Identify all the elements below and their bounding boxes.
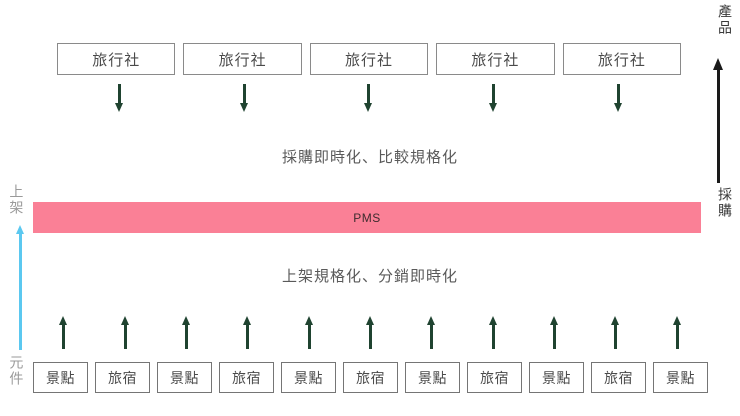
component-box: 景點 xyxy=(529,362,584,393)
component-box-label: 景點 xyxy=(46,369,75,386)
component-box: 景點 xyxy=(405,362,460,393)
up-arrow-cell xyxy=(401,313,462,349)
component-box-label: 旅宿 xyxy=(604,369,633,386)
component-box: 旅宿 xyxy=(219,362,274,393)
arrow-down-icon xyxy=(614,84,623,112)
component-box: 旅宿 xyxy=(343,362,398,393)
right-axis-bottom-label: 採購 xyxy=(717,187,733,219)
component-box: 景點 xyxy=(157,362,212,393)
down-arrow-cell xyxy=(182,84,307,114)
component-box-label: 旅宿 xyxy=(108,369,137,386)
component-box: 旅宿 xyxy=(467,362,522,393)
arrow-up-icon xyxy=(427,316,436,349)
down-arrow-row xyxy=(57,84,681,114)
component-box: 旅宿 xyxy=(95,362,150,393)
component-box: 景點 xyxy=(653,362,708,393)
component-box-label: 旅宿 xyxy=(232,369,261,386)
up-arrow-cell xyxy=(94,313,155,349)
up-arrow-cell xyxy=(33,313,94,349)
component-box: 景點 xyxy=(281,362,336,393)
agency-box-label: 旅行社 xyxy=(345,51,394,69)
agency-box: 旅行社 xyxy=(436,43,555,75)
down-arrow-cell xyxy=(307,84,432,114)
arrow-down-icon xyxy=(364,84,373,112)
caption-procurement: 採購即時化、比較規格化 xyxy=(281,149,458,166)
arrow-up-icon xyxy=(59,316,68,349)
arrow-up-icon xyxy=(488,316,498,349)
up-arrow-cell xyxy=(463,313,524,349)
up-arrow-cell xyxy=(340,313,401,349)
arrow-up-icon xyxy=(181,316,191,349)
component-box-label: 景點 xyxy=(170,369,199,386)
agency-box-label: 旅行社 xyxy=(471,51,520,69)
component-box: 景點 xyxy=(33,362,88,393)
up-arrow-row xyxy=(33,313,708,349)
arrow-up-icon xyxy=(365,316,375,349)
up-arrow-cell xyxy=(217,313,278,349)
down-arrow-cell xyxy=(431,84,556,114)
arrow-up-icon xyxy=(120,316,130,349)
component-box-row: 景點 旅宿 景點 旅宿 景點 旅宿 景點 旅宿 景點 旅宿 景點 xyxy=(33,362,708,393)
agency-box: 旅行社 xyxy=(309,43,429,75)
up-arrow-cell xyxy=(647,313,708,349)
agency-box-row: 旅行社 旅行社 旅行社 旅行社 旅行社 xyxy=(57,43,682,75)
agency-box: 旅行社 xyxy=(57,43,176,75)
arrow-down-icon xyxy=(239,84,249,112)
component-box-label: 景點 xyxy=(666,369,695,386)
component-box-label: 景點 xyxy=(418,369,447,386)
arrow-down-icon xyxy=(114,84,124,112)
down-arrow-cell xyxy=(57,84,182,114)
left-axis-arrow-icon xyxy=(16,225,25,350)
down-arrow-cell xyxy=(556,84,681,114)
up-arrow-cell xyxy=(156,313,217,349)
up-arrow-cell xyxy=(278,313,339,349)
arrow-up-icon xyxy=(611,316,620,349)
component-box-label: 旅宿 xyxy=(356,369,385,386)
right-axis-arrow-icon xyxy=(713,58,724,183)
up-arrow-cell xyxy=(585,313,646,349)
agency-box: 旅行社 xyxy=(562,43,682,75)
up-arrow-cell xyxy=(524,313,585,349)
agency-box-label: 旅行社 xyxy=(597,51,646,69)
caption-distribution: 上架規格化、分銷即時化 xyxy=(281,268,458,285)
agency-box-label: 旅行社 xyxy=(218,51,267,69)
pms-bar: PMS xyxy=(33,202,701,233)
pms-bar-label: PMS xyxy=(353,210,381,225)
arrow-up-icon xyxy=(243,316,252,349)
component-box: 旅宿 xyxy=(591,362,646,393)
agency-box: 旅行社 xyxy=(183,43,302,75)
arrow-up-icon xyxy=(672,316,682,349)
component-box-label: 旅宿 xyxy=(480,369,509,386)
right-axis-top-label: 產品 xyxy=(717,4,733,36)
arrow-up-icon xyxy=(550,316,559,349)
arrow-up-icon xyxy=(304,316,314,349)
agency-box-label: 旅行社 xyxy=(92,51,141,69)
arrow-down-icon xyxy=(489,84,498,112)
component-box-label: 景點 xyxy=(542,369,571,386)
left-axis-bottom-label: 元件 xyxy=(8,355,25,387)
component-box-label: 景點 xyxy=(294,369,323,386)
left-axis-top-label: 上架 xyxy=(8,184,25,216)
